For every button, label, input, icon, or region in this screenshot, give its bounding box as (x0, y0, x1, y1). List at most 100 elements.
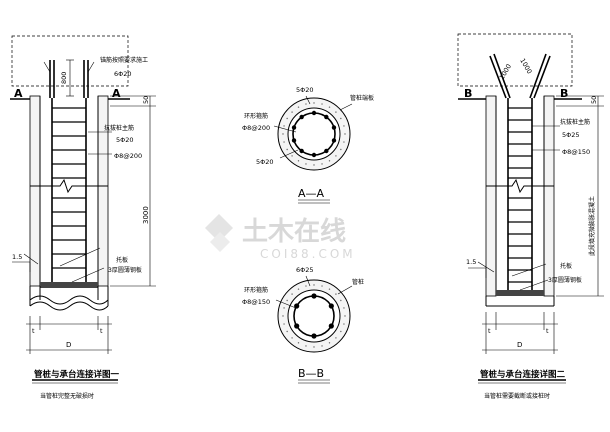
concrete-speck (283, 323, 285, 325)
right-side-note: 此段填充微膨胀混凝土 (588, 196, 596, 256)
concrete-speck (282, 133, 284, 135)
left-anchor-spec: 6Φ20 (114, 70, 132, 78)
secA-ring-label: 环形箍筋 (244, 112, 268, 120)
right-pile-wall-l (485, 95, 497, 297)
concrete-speck (343, 141, 345, 143)
concrete-speck (283, 141, 285, 143)
right-dim-t-r: t (546, 327, 549, 335)
concrete-speck (321, 345, 323, 347)
right-subtitle: 当管桩需要截断或接桩时 (484, 392, 550, 400)
rebar-dot (324, 148, 329, 154)
concrete-speck (283, 125, 285, 127)
right-dim-t-l: t (488, 327, 491, 335)
rebar-dot (324, 114, 329, 120)
concrete-speck (305, 285, 307, 287)
concrete-speck (291, 337, 293, 339)
concrete-speck (335, 155, 337, 157)
concrete-speck (291, 293, 293, 295)
rebar-dot (328, 303, 334, 309)
left-dim-length: 3000 (142, 206, 150, 224)
right-section-mark-r: B (560, 87, 568, 100)
rebar-dot (294, 303, 300, 309)
concrete-speck (305, 345, 307, 347)
right-dim-top: 50 (590, 96, 598, 104)
secB-ring-label: 环形箍筋 (244, 286, 268, 294)
concrete-speck (343, 125, 345, 127)
secA-plate-label: 管桩端板 (350, 94, 374, 102)
right-title: 管桩与承台连接详图二 (480, 369, 566, 380)
left-title: 管桩与承台连接详图一 (34, 369, 120, 380)
right-stirrup-spec: Φ8@150 (562, 148, 590, 156)
concrete-speck (291, 155, 293, 157)
left-dim-top: 50 (142, 96, 150, 104)
right-cap-outline (457, 33, 573, 87)
left-stirrup-spec: Φ8@200 (114, 152, 142, 160)
concrete-speck (321, 163, 323, 165)
section-b-b (275, 275, 353, 384)
concrete-speck (343, 307, 345, 309)
rebar-dot (311, 110, 317, 116)
concrete-speck (286, 299, 288, 302)
concrete-speck (328, 160, 331, 162)
right-dim-D: D (517, 341, 522, 349)
left-anchor-note: 锚筋按照要求施工 (100, 56, 148, 64)
concrete-speck (313, 102, 315, 104)
concrete-speck (335, 293, 337, 295)
concrete-speck (283, 307, 285, 309)
secB-ring-spec: Φ8@150 (242, 298, 270, 306)
concrete-speck (340, 117, 342, 120)
rebar-dot (328, 323, 334, 329)
right-steel-plate (496, 290, 544, 296)
concrete-speck (286, 330, 288, 333)
left-subtitle: 当管桩完整无破损时 (40, 392, 94, 400)
left-section-mark-r: A (112, 87, 121, 100)
left-cap-outline (11, 35, 129, 87)
concrete-speck (313, 346, 315, 348)
concrete-speck (343, 323, 345, 325)
rebar-dot (294, 323, 300, 329)
rebar-dot (311, 152, 317, 158)
left-section-mark-l: A (14, 87, 23, 100)
right-main-bar-label: 抗拔桩主筋 (560, 118, 590, 126)
rebar-dot (311, 333, 317, 339)
left-dim-t-r: t (100, 327, 103, 335)
concrete-speck (328, 288, 331, 290)
concrete-speck (305, 103, 307, 105)
secA-bottom-bar: 5Φ20 (256, 158, 274, 166)
concrete-speck (321, 285, 323, 287)
concrete-speck (335, 337, 337, 339)
left-steel-label: 3厚圆薄钢板 (108, 266, 142, 274)
left-main-bar-label: 抗拔桩主筋 (104, 124, 134, 132)
right-dim-anchor-b: 1000 (518, 57, 533, 75)
secA-title: A—A (298, 187, 325, 200)
rebar-dot (291, 138, 297, 143)
concrete-speck (297, 160, 300, 162)
left-pile-wall-l (29, 95, 41, 287)
concrete-speck (297, 106, 300, 108)
concrete-speck (344, 133, 346, 135)
secA-top-bar: 5Φ20 (296, 86, 314, 94)
secA-ring-spec: Φ8@200 (242, 124, 270, 132)
left-dim-t-l: t (32, 327, 35, 335)
concrete-speck (344, 315, 346, 317)
concrete-speck (328, 106, 331, 108)
concrete-speck (340, 299, 342, 302)
rebar-dot (299, 114, 304, 120)
secB-title: B—B (298, 367, 324, 380)
watermark-en: COI88.COM (260, 247, 356, 261)
rebar-dot (331, 138, 337, 143)
rebar-dot (331, 125, 337, 130)
right-steel-label: 3厚圆薄钢板 (548, 276, 582, 284)
concrete-speck (286, 148, 288, 151)
concrete-speck (297, 342, 300, 344)
left-main-bar-spec: 5Φ20 (116, 136, 134, 144)
watermark: 土木在线 COI88.COM (205, 214, 356, 261)
right-main-bar-spec: 5Φ25 (562, 131, 580, 139)
left-plate-label: 托板 (116, 256, 128, 264)
right-slope: 1.5 (466, 258, 476, 266)
concrete-speck (340, 148, 342, 151)
section-a-a (273, 95, 353, 204)
concrete-speck (282, 315, 284, 317)
left-slope: 1.5 (12, 253, 22, 261)
concrete-speck (305, 163, 307, 165)
